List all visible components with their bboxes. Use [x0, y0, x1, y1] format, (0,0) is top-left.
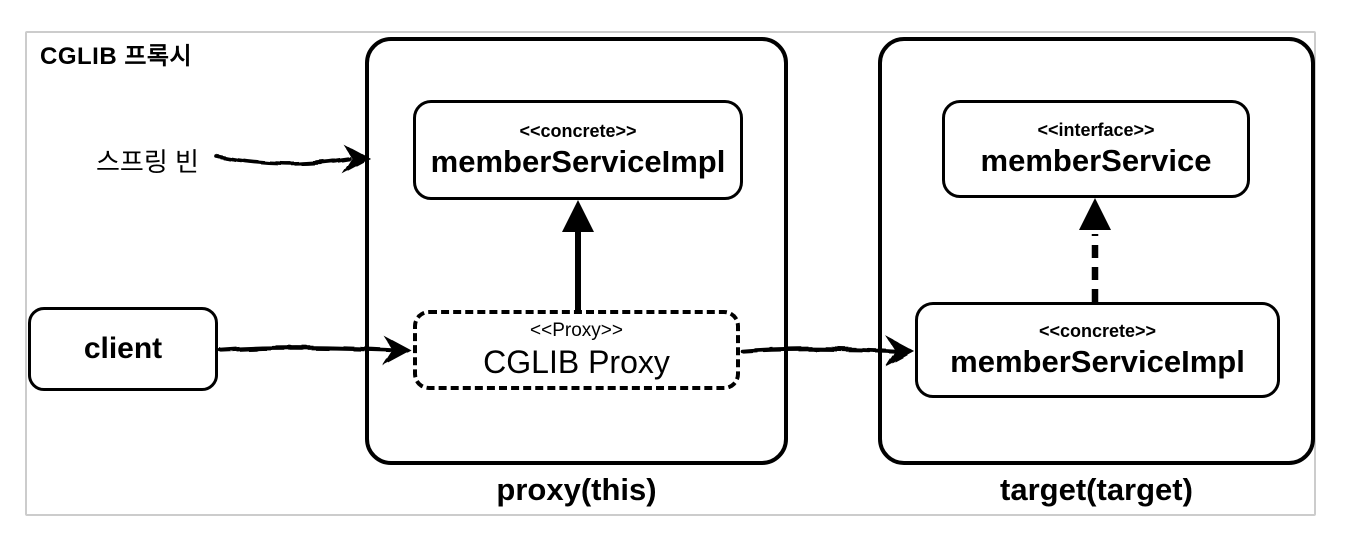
cglib-proxy-name: CGLIB Proxy [483, 343, 670, 380]
proxy-member-service-impl-node: <<concrete>> memberServiceImpl [413, 100, 743, 200]
target-caption: target(target) [1000, 472, 1193, 507]
target-member-service-impl-node: <<concrete>> memberServiceImpl [915, 302, 1280, 398]
proxy-impl-stereotype: <<concrete>> [519, 120, 637, 141]
interface-stereotype: <<interface>> [1037, 119, 1155, 140]
proxy-caption: proxy(this) [496, 472, 657, 507]
diagram-title: CGLIB 프록시 [40, 43, 193, 70]
diagram-frame [25, 31, 1316, 516]
target-impl-stereotype: <<concrete>> [1038, 320, 1157, 341]
client-node-label: client [83, 332, 163, 365]
interface-name: memberService [980, 142, 1212, 178]
target-impl-name: memberServiceImpl [950, 343, 1245, 379]
spring-bean-label: 스프링 빈 [96, 147, 199, 177]
member-service-interface-node: <<interface>> memberService [942, 100, 1250, 198]
proxy-impl-name: memberServiceImpl [430, 143, 726, 179]
cglib-proxy-node: <<Proxy>> CGLIB Proxy [413, 310, 740, 390]
cglib-proxy-stereotype: <<Proxy>> [530, 319, 623, 341]
client-node: client [28, 307, 218, 391]
